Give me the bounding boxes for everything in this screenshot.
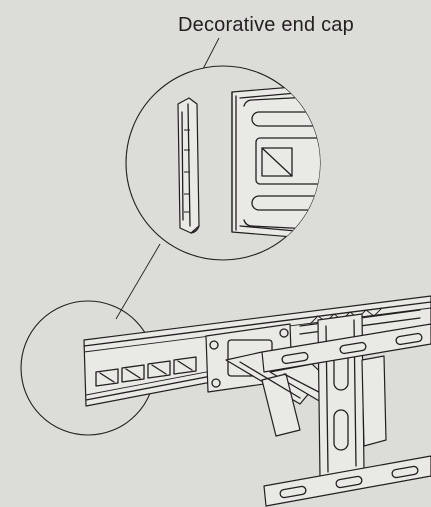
upper-crossbar: [261, 323, 431, 373]
rail-slots: [95, 356, 197, 387]
callout-label: Decorative end cap: [178, 14, 354, 36]
end-cap-icon: [177, 97, 200, 234]
leader-line-detail: [115, 243, 161, 320]
magnified-detail: [125, 65, 321, 261]
rail-end-magnified: [231, 83, 320, 241]
lower-crossbar: [263, 455, 431, 507]
